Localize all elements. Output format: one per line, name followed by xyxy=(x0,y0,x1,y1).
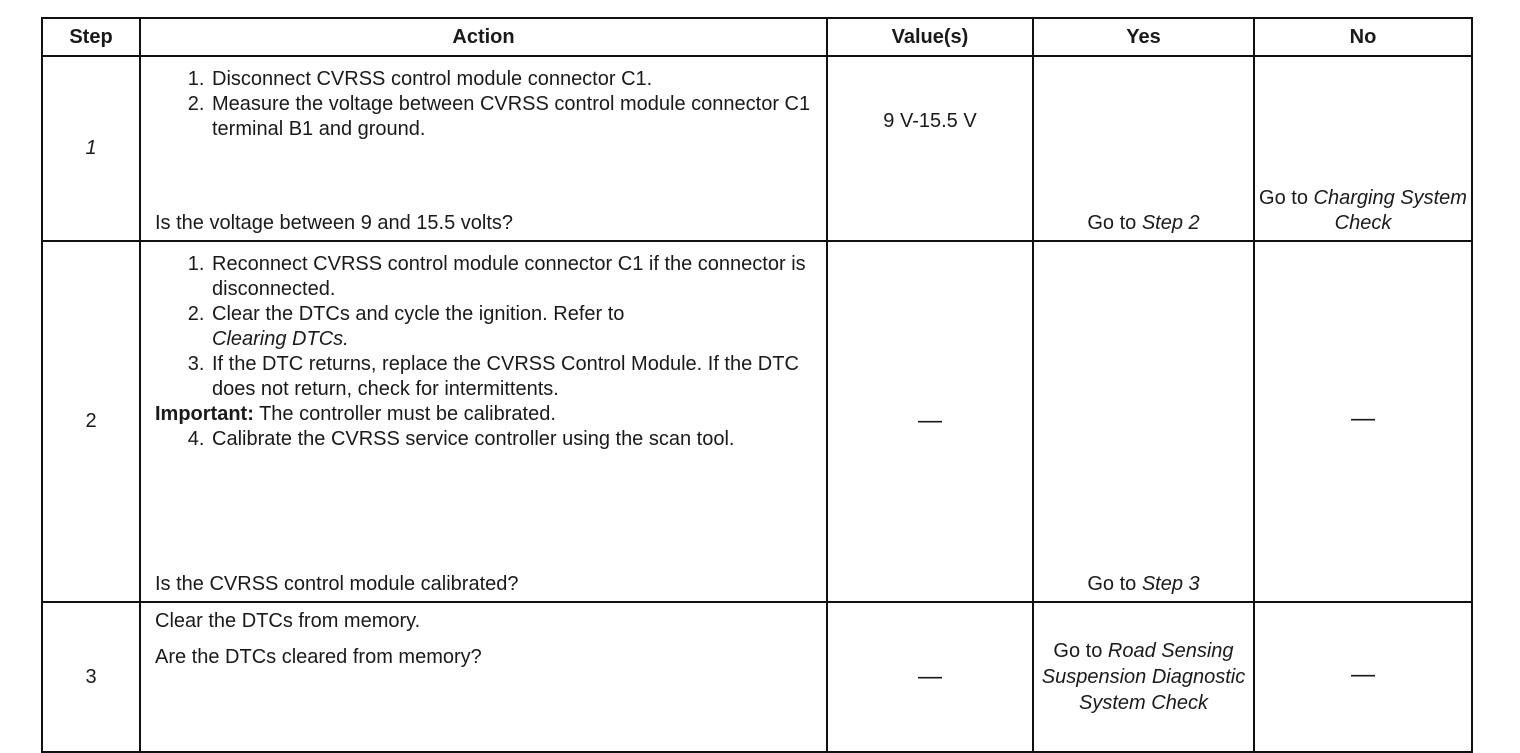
action-question: Are the DTCs cleared from memory? xyxy=(155,646,482,668)
action-item: Measure the voltage between CVRSS contro… xyxy=(210,92,818,142)
table-row: 2 Reconnect CVRSS control module connect… xyxy=(41,240,1473,603)
action-list: Disconnect CVRSS control module connecto… xyxy=(155,67,818,142)
header-action: Action xyxy=(139,17,828,57)
value-cell: — xyxy=(826,240,1034,603)
action-cell: Reconnect CVRSS control module connector… xyxy=(139,240,828,603)
charging-system-check-link[interactable]: Charging System Check xyxy=(1313,187,1467,234)
step-number: 3 xyxy=(41,601,141,753)
action-item: Reconnect CVRSS control module connector… xyxy=(210,252,818,302)
action-cell: Disconnect CVRSS control module connecto… xyxy=(139,55,828,242)
header-no: No xyxy=(1253,17,1473,57)
yes-cell: Go to Step 2 xyxy=(1032,55,1255,242)
table-row: 3 Clear the DTCs from memory. Are the DT… xyxy=(41,601,1473,753)
action-item: If the DTC returns, replace the CVRSS Co… xyxy=(210,352,818,402)
clearing-dtcs-link[interactable]: Clearing DTCs. xyxy=(212,328,349,350)
no-cell: — xyxy=(1253,240,1473,603)
action-question: Is the CVRSS control module calibrated? xyxy=(155,573,519,595)
diagnostic-table: Step Action Value(s) Yes No 1 Disconnect… xyxy=(41,17,1473,753)
yes-cell: Go to Step 3 xyxy=(1032,240,1255,603)
action-cell: Clear the DTCs from memory. Are the DTCs… xyxy=(139,601,828,753)
action-line: Clear the DTCs from memory. xyxy=(155,610,421,632)
action-item: Disconnect CVRSS control module connecto… xyxy=(210,67,818,92)
table-row: 1 Disconnect CVRSS control module connec… xyxy=(41,55,1473,242)
action-list: Calibrate the CVRSS service controller u… xyxy=(155,427,818,452)
yes-cell: Go to Road Sensing Suspension Diagnostic… xyxy=(1032,601,1255,753)
action-item: Calibrate the CVRSS service controller u… xyxy=(210,427,818,452)
important-note: Important: The controller must be calibr… xyxy=(155,403,556,425)
header-row: Step Action Value(s) Yes No xyxy=(41,17,1473,57)
header-yes: Yes xyxy=(1032,17,1255,57)
step-number: 1 xyxy=(41,55,141,242)
action-list: Reconnect CVRSS control module connector… xyxy=(155,252,818,402)
step-link[interactable]: Step 3 xyxy=(1141,573,1200,595)
header-values: Value(s) xyxy=(826,17,1034,57)
action-item: Clear the DTCs and cycle the ignition. R… xyxy=(210,302,818,352)
action-question: Is the voltage between 9 and 15.5 volts? xyxy=(155,212,514,234)
header-step: Step xyxy=(41,17,141,57)
step-number: 2 xyxy=(41,240,141,603)
step-link[interactable]: Step 2 xyxy=(1141,212,1200,234)
value-cell: — xyxy=(826,601,1034,753)
no-cell: — xyxy=(1253,601,1473,753)
value-cell: 9 V-15.5 V xyxy=(826,55,1034,242)
no-cell: Go to Charging System Check xyxy=(1253,55,1473,242)
